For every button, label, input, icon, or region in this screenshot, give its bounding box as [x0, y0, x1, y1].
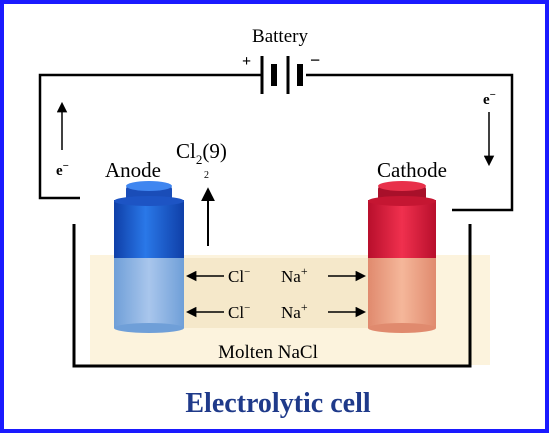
anion-label: Cl−: [228, 302, 250, 322]
cation-label: Na+: [281, 300, 308, 322]
anode-electrode: [114, 181, 184, 333]
battery-icon: [260, 56, 303, 94]
battery-plus: +: [242, 53, 251, 70]
anode-label: Anode: [105, 158, 161, 182]
ion-row-2: Cl− Na+: [185, 300, 367, 322]
gas-label: Cl2(9): [176, 139, 227, 167]
battery-label: Battery: [252, 26, 308, 47]
molten-salt: [184, 258, 368, 328]
electrolysis-tank: [72, 224, 472, 368]
gas-small-label: 2: [204, 170, 209, 181]
battery-minus: −: [310, 50, 320, 70]
electron-left-label: e−: [56, 160, 69, 179]
anion-label: Cl−: [228, 266, 250, 286]
cathode-electrode: [368, 181, 436, 333]
cation-label: Na+: [281, 264, 308, 286]
diagram-title: Electrolytic cell: [185, 388, 371, 419]
cathode-label: Cathode: [377, 158, 447, 182]
electrolyte-label: Molten NaCl: [218, 342, 318, 363]
ion-row-1: Cl− Na+: [185, 264, 367, 286]
electron-right-label: e−: [483, 89, 496, 108]
circuit-wire: [38, 73, 514, 212]
